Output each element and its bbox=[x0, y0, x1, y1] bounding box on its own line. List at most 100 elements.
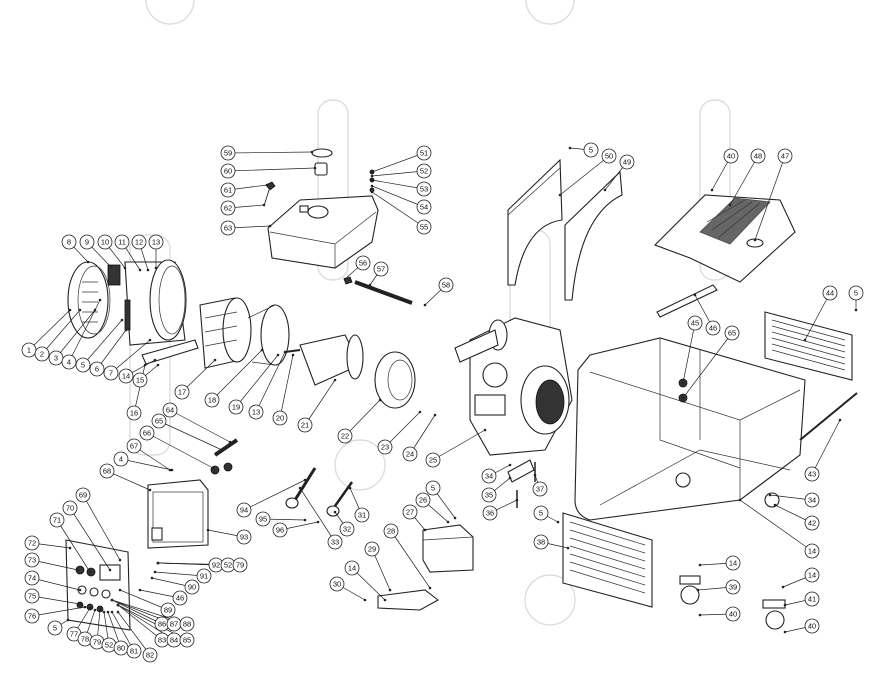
callout-number: 83 bbox=[158, 636, 166, 645]
callout-circle bbox=[126, 643, 142, 659]
callout-number: 72 bbox=[28, 539, 36, 548]
part-callout: 81 bbox=[126, 643, 142, 659]
callout-number: 52 bbox=[105, 641, 113, 650]
leader-endpoint bbox=[343, 277, 347, 281]
leader-line bbox=[146, 432, 214, 469]
callout-circle bbox=[848, 285, 864, 301]
callout-circle bbox=[804, 515, 820, 531]
callout-number: 92 bbox=[212, 561, 220, 570]
callout-circle bbox=[337, 428, 353, 444]
leader-endpoint bbox=[333, 378, 337, 382]
callout-number: 87 bbox=[170, 620, 178, 629]
leader-line bbox=[106, 470, 151, 491]
part-callout: 38 bbox=[533, 534, 549, 550]
leader-endpoint bbox=[423, 528, 427, 532]
part-callout: 2 bbox=[34, 346, 50, 362]
leader-line bbox=[409, 414, 436, 455]
part-callout: 12 bbox=[131, 234, 147, 250]
callout-number: 68 bbox=[103, 467, 111, 476]
callout-number: 5 bbox=[81, 361, 85, 370]
leader-line bbox=[279, 354, 294, 419]
callout-circle bbox=[329, 576, 345, 592]
leader-endpoint bbox=[106, 610, 110, 614]
leader-endpoint bbox=[556, 520, 560, 524]
callout-circle bbox=[99, 463, 115, 479]
callout-circle bbox=[481, 487, 497, 503]
fuel-hose bbox=[343, 276, 413, 305]
callout-circle bbox=[364, 541, 380, 557]
callout-circle bbox=[142, 647, 158, 663]
part-callout: 48 bbox=[750, 148, 766, 164]
callout-number: 4 bbox=[67, 358, 71, 367]
leader-line bbox=[69, 507, 111, 571]
leader-line bbox=[682, 332, 733, 399]
callout-number: 79 bbox=[93, 638, 101, 647]
leader-endpoint bbox=[148, 488, 152, 492]
callout-circle bbox=[232, 557, 248, 573]
callout-number: 25 bbox=[429, 456, 437, 465]
leader-endpoint bbox=[154, 266, 158, 270]
leader-line bbox=[111, 599, 163, 625]
callout-number: 49 bbox=[623, 158, 631, 167]
callout-number: 20 bbox=[276, 414, 284, 423]
leader-endpoint bbox=[276, 353, 280, 357]
callout-number: 5 bbox=[589, 146, 593, 155]
callout-number: 14 bbox=[729, 559, 737, 568]
callout-number: 70 bbox=[66, 504, 74, 513]
leader-endpoint bbox=[781, 585, 785, 589]
callout-circle bbox=[126, 405, 142, 421]
callout-circle bbox=[97, 234, 113, 250]
leader-line bbox=[351, 567, 386, 601]
part-callout: 27 bbox=[402, 504, 418, 520]
part-callout: 33 bbox=[327, 534, 343, 550]
leader-line bbox=[371, 191, 425, 228]
top-strip bbox=[656, 284, 718, 318]
leader-endpoint bbox=[388, 588, 392, 592]
leader-endpoint bbox=[310, 150, 314, 154]
part-callout: 59 bbox=[220, 145, 236, 161]
leader-endpoint bbox=[78, 588, 82, 592]
callout-circle bbox=[151, 413, 167, 429]
leader-endpoint bbox=[370, 174, 374, 178]
callout-circle bbox=[402, 446, 418, 462]
callout-number: 52 bbox=[224, 561, 232, 570]
callout-number: 3 bbox=[54, 354, 58, 363]
part-callout: 5 bbox=[848, 285, 864, 301]
callout-number: 58 bbox=[442, 281, 450, 290]
part-callout: 1 bbox=[21, 342, 37, 358]
part-callout: 23 bbox=[377, 439, 393, 455]
callout-number: 14 bbox=[808, 571, 816, 580]
callout-number: 88 bbox=[183, 620, 191, 629]
callout-circle bbox=[132, 372, 148, 388]
part-callout: 43 bbox=[804, 466, 820, 482]
callout-circle bbox=[724, 325, 740, 341]
part-callout: 68 bbox=[99, 463, 115, 479]
callout-circle bbox=[220, 163, 236, 179]
part-callout: 88 bbox=[179, 616, 195, 632]
leader-endpoint bbox=[123, 266, 127, 270]
part-callout: 22 bbox=[337, 428, 353, 444]
callout-number: 4 bbox=[119, 455, 123, 464]
part-callout: 72 bbox=[24, 535, 40, 551]
part-callout: 13 bbox=[148, 234, 164, 250]
part-callout: 45 bbox=[687, 315, 703, 331]
part-callout: 65 bbox=[724, 325, 740, 341]
part-callout: 63 bbox=[220, 220, 236, 236]
callout-circle bbox=[179, 632, 195, 648]
leader-endpoint bbox=[363, 598, 367, 602]
leader-endpoint bbox=[118, 558, 122, 562]
part-callout: 34 bbox=[481, 468, 497, 484]
leader-endpoint bbox=[68, 546, 72, 550]
part-callout: 6 bbox=[89, 361, 105, 377]
part-callout: 54 bbox=[416, 199, 432, 215]
leader-endpoint bbox=[110, 610, 114, 614]
leader-endpoint bbox=[76, 568, 80, 572]
leader-endpoint bbox=[116, 603, 120, 607]
caster-wheel bbox=[679, 575, 701, 605]
callout-circle bbox=[89, 361, 105, 377]
callout-circle bbox=[272, 410, 288, 426]
leader-endpoint bbox=[78, 308, 82, 312]
leader-endpoint bbox=[116, 610, 120, 614]
callout-circle bbox=[354, 507, 370, 523]
